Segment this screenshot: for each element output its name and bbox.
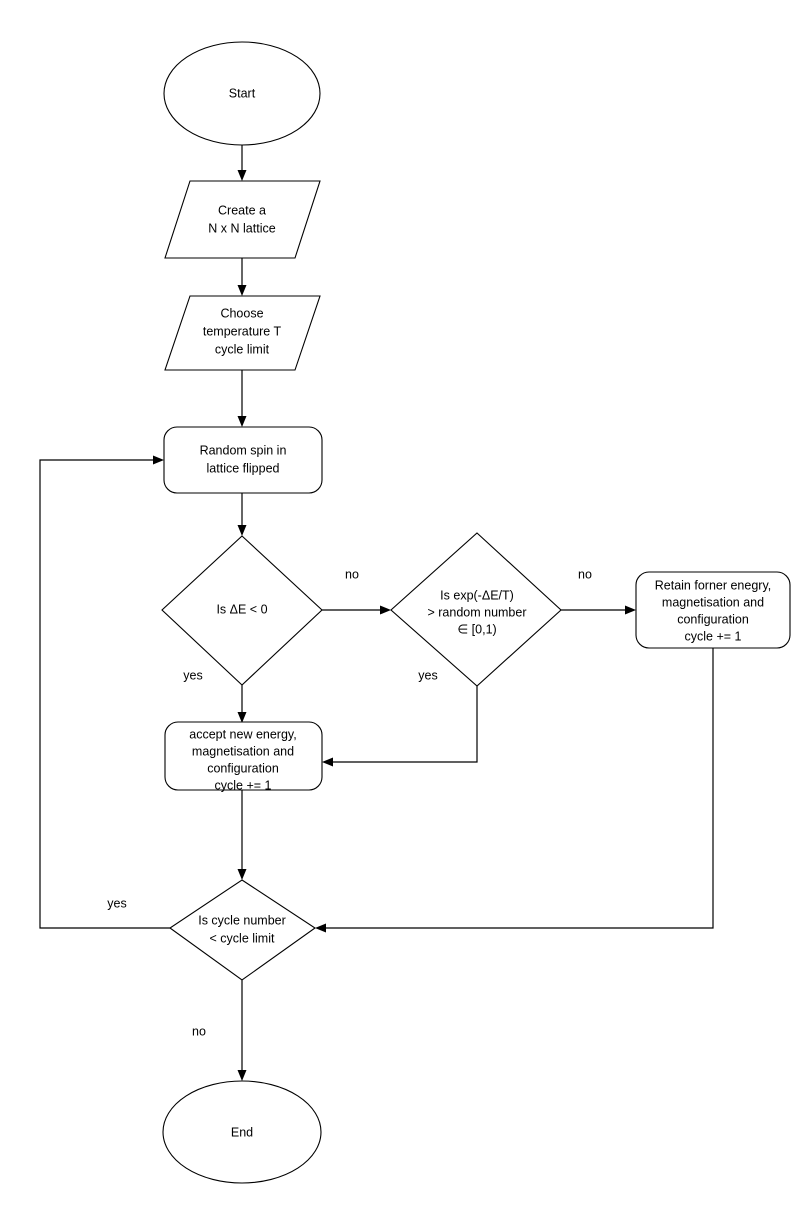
start-label: Start [229, 86, 256, 100]
end-ellipse [162, 1080, 322, 1184]
edge-accept-state-to-decision-cycle [237, 790, 247, 880]
decision-cycle-diamond [169, 879, 316, 981]
end-label: End [231, 1125, 253, 1139]
decision-cycle-line1: Is cycle number [198, 913, 286, 927]
node-flip-spin[interactable]: Random spin in lattice flipped [163, 426, 323, 494]
node-choose-temperature[interactable]: Choose temperature T cycle limit [164, 295, 321, 371]
node-retain-state[interactable]: Retain forner enegry, magnetisation and … [635, 571, 791, 649]
create-lattice-line2: N x N lattice [208, 221, 275, 235]
decision-cycle-line2: < cycle limit [210, 931, 275, 945]
retain-state-box [635, 571, 791, 649]
node-create-lattice[interactable]: Create a N x N lattice [164, 180, 321, 259]
edge-retain-state-to-decision-cycle [315, 648, 714, 933]
choose-temperature-parallelogram [164, 295, 321, 371]
edge-label-metropolis-yes: yes [418, 668, 437, 682]
edge-decision-metropolis-no-to-retain-state [561, 605, 636, 615]
create-lattice-line1: Create a [218, 203, 266, 217]
choose-temperature-line2: temperature T [203, 324, 282, 338]
edge-decision-cycle-no-to-end [237, 980, 247, 1081]
edge-label-energy-no: no [345, 567, 359, 581]
edge-decision-energy-no-to-decision-metropolis [322, 605, 391, 615]
decision-metropolis-line2: > random number [427, 605, 526, 619]
retain-state-line3: configuration [677, 612, 749, 626]
edge-label-cycle-no: no [192, 1024, 206, 1038]
accept-state-line4: cycle += 1 [215, 778, 272, 792]
accept-state-line2: magnetisation and [192, 744, 294, 758]
retain-state-line1: Retain forner enegry, [655, 578, 772, 592]
node-decision-metropolis[interactable]: Is exp(-ΔE/T) > random number ∈ [0,1) [390, 532, 562, 687]
edge-flip-spin-to-decision-energy [237, 493, 247, 536]
retain-state-line2: magnetisation and [662, 595, 764, 609]
edge-label-energy-yes: yes [183, 668, 202, 682]
edge-choose-temperature-to-flip-spin [237, 370, 247, 427]
node-accept-state[interactable]: accept new energy, magnetisation and con… [164, 721, 323, 792]
node-start[interactable]: Start [163, 41, 321, 146]
choose-temperature-line3: cycle limit [215, 342, 270, 356]
decision-metropolis-line1: Is exp(-ΔE/T) [440, 588, 514, 602]
edge-start-to-create-lattice [237, 145, 247, 181]
edge-decision-energy-yes-to-accept-state [237, 685, 247, 723]
create-lattice-parallelogram [164, 180, 321, 259]
retain-state-line4: cycle += 1 [685, 629, 742, 643]
accept-state-line3: configuration [207, 761, 279, 775]
edge-decision-cycle-yes-to-flip-spin [39, 455, 170, 929]
edge-label-metropolis-no: no [578, 567, 592, 581]
edge-decision-metropolis-yes-to-accept-state [322, 686, 478, 767]
decision-metropolis-diamond [390, 532, 562, 687]
flip-spin-box [163, 426, 323, 494]
edge-label-cycle-yes: yes [107, 896, 126, 910]
choose-temperature-line1: Choose [220, 306, 263, 320]
node-decision-energy[interactable]: Is ΔE < 0 [161, 535, 323, 686]
node-end[interactable]: End [162, 1080, 322, 1184]
accept-state-line1: accept new energy, [189, 727, 296, 741]
accept-state-box [164, 721, 323, 791]
decision-metropolis-line3: ∈ [0,1) [457, 622, 496, 636]
decision-energy-line1: Is ΔE < 0 [216, 602, 267, 616]
flip-spin-line2: lattice flipped [207, 461, 280, 475]
edge-create-lattice-to-choose-temperature [237, 258, 247, 296]
decision-energy-diamond [161, 535, 323, 686]
start-ellipse [163, 41, 321, 146]
node-decision-cycle[interactable]: Is cycle number < cycle limit [169, 879, 316, 981]
flip-spin-line1: Random spin in [200, 443, 287, 457]
